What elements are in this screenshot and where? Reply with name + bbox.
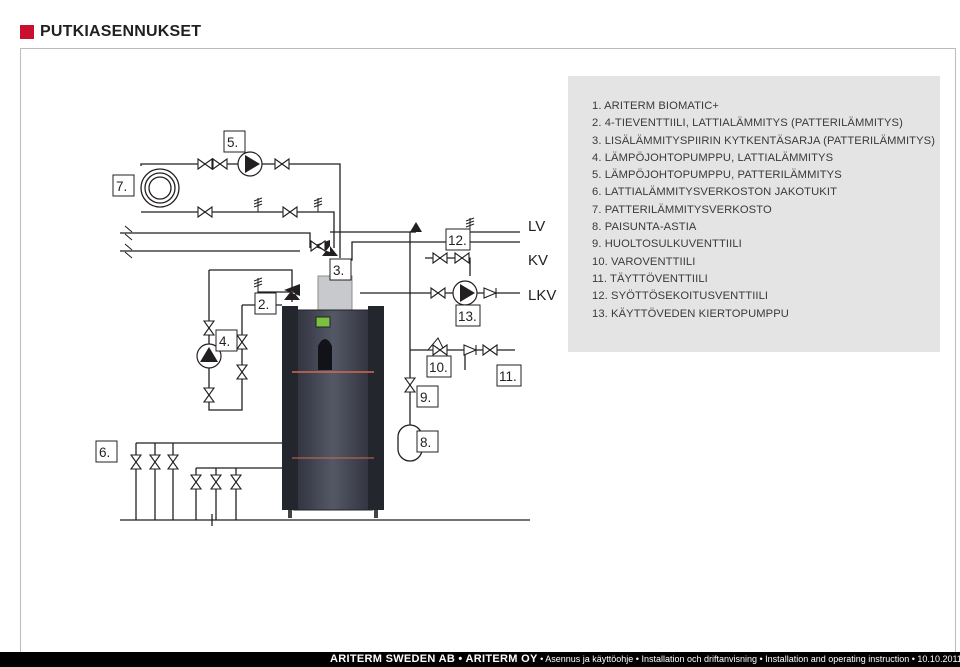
callout-4: 4. — [219, 334, 230, 349]
label-kv: KV — [528, 252, 548, 269]
legend-item: 4. LÄMPÖJOHTOPUMPPU, LATTIALÄMMITYS — [592, 151, 834, 164]
legend-item: 6. LATTIALÄMMITYSVERKOSTON JAKOTUKIT — [592, 186, 838, 199]
legend-item: 9. HUOLTOSULKUVENTTIILI — [592, 238, 742, 251]
callout-13: 13. — [458, 309, 477, 324]
page-footer: ARITERM SWEDEN AB • ARITERM OY • Asennus… — [0, 652, 960, 667]
callout-9: 9. — [420, 390, 431, 405]
legend-item: 10. VAROVENTTIILI — [592, 255, 696, 268]
callout-11: 11. — [499, 369, 517, 384]
callout-6: 6. — [99, 445, 110, 460]
callout-5: 5. — [227, 135, 238, 150]
valve-symbols — [124, 151, 498, 490]
legend-item: 1. ARITERM BIOMATIC+ — [592, 100, 720, 112]
callout-boxes — [95, 130, 522, 463]
radiator-coil — [140, 168, 180, 208]
callout-2: 2. — [258, 297, 269, 312]
page-header: PUTKIASENNUKSET — [20, 22, 201, 42]
footer-brand: ARITERM SWEDEN AB • ARITERM OY — [330, 653, 538, 665]
legend-item: 8. PAISUNTA-ASTIA — [592, 221, 697, 234]
legend-item: 5. LÄMPÖJOHTOPUMPPU, PATTERILÄMMITYS — [592, 169, 842, 182]
header-marker — [20, 25, 34, 39]
callout-labels: 7. 5. 3. 2. 4. 12. 13. 10. 9. 11. 8. 6. — [99, 135, 517, 460]
legend-item: 11. TÄYTTÖVENTTIILI — [592, 272, 708, 285]
callout-10: 10. — [429, 360, 448, 375]
legend-item: 3. LISÄLÄMMITYSPIIRIN KYTKENTÄSARJA (PAT… — [592, 134, 936, 147]
content-frame — [20, 48, 956, 652]
boiler-unit — [282, 275, 384, 518]
legend-item: 12. SYÖTTÖSEKOITUSVENTTIILI — [592, 290, 769, 303]
label-lv: LV — [528, 218, 545, 235]
legend-item: 7. PATTERILÄMMITYSVERKOSTO — [592, 203, 772, 216]
page-title: PUTKIASENNUKSET — [40, 23, 202, 40]
callout-8: 8. — [420, 435, 431, 450]
piping-diagram: 7. 5. 3. 2. 4. 12. 13. 10. 9. 11. 8. 6. … — [95, 130, 556, 526]
legend-item: 13. KÄYTTÖVEDEN KIERTOPUMPPU — [592, 307, 789, 320]
pipe-labels: LV KV LKV — [528, 218, 556, 304]
callout-7: 7. — [116, 179, 127, 194]
component-legend: 1. ARITERM BIOMATIC+ 2. 4-TIEVENTTIILI, … — [568, 76, 940, 352]
callout-12: 12. — [448, 233, 467, 248]
label-lkv: LKV — [528, 287, 556, 304]
callout-3: 3. — [333, 263, 344, 278]
legend-item: 2. 4-TIEVENTTIILI, LATTIALÄMMITYS (PATTE… — [592, 117, 903, 130]
footer-doc-info: • Asennus ja käyttöohje • Installation o… — [537, 654, 960, 664]
